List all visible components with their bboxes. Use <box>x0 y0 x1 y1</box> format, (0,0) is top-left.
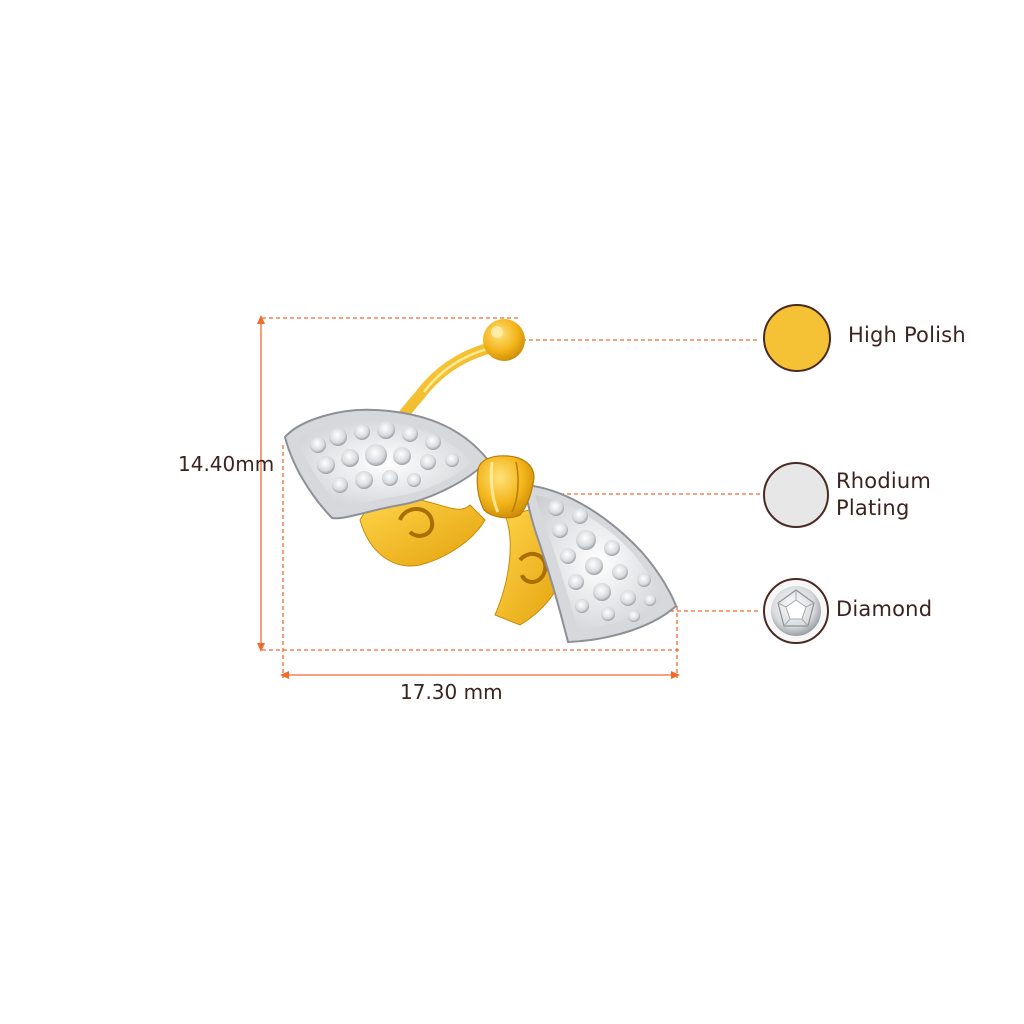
left-wing-diamonds <box>310 421 459 493</box>
high-polish-label: High Polish <box>848 323 966 347</box>
gold-knot <box>476 455 535 519</box>
bow-pendant-illustration <box>283 319 678 644</box>
height-arrow-down <box>257 643 265 652</box>
gold-ball <box>483 319 525 361</box>
width-arrow-left <box>280 671 289 679</box>
right-wing-diamonds <box>548 500 656 622</box>
rhodium-swatch-icon <box>763 462 829 528</box>
width-arrow-right <box>671 671 680 679</box>
diamond-swatch-icon <box>763 578 829 644</box>
width-dimension-label: 17.30 mm <box>400 680 503 704</box>
gold-swatch-icon <box>763 304 831 372</box>
height-dimension-label: 14.40mm <box>178 452 275 476</box>
height-arrow-up <box>257 315 265 324</box>
diamond-label: Diamond <box>836 597 933 621</box>
material-swatches <box>763 304 831 644</box>
